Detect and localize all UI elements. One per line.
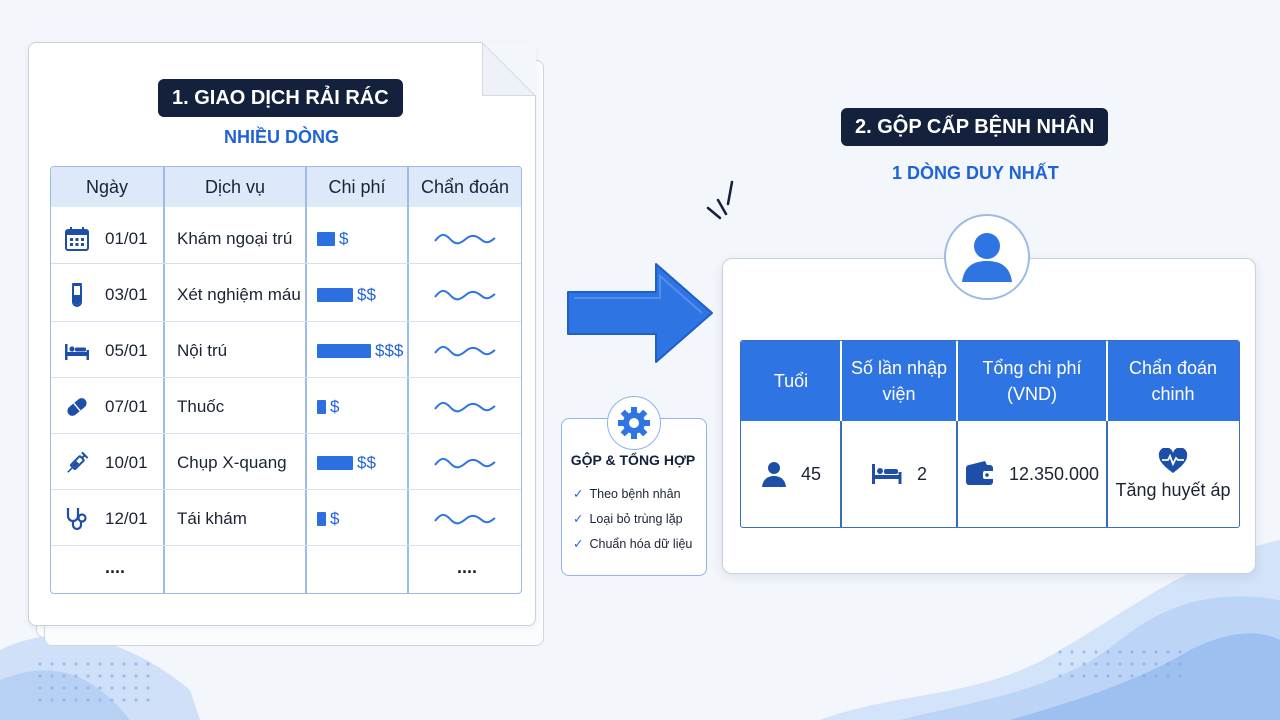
row-date: 05/01 (105, 341, 148, 360)
header-date: Ngày (85, 177, 129, 197)
row-service: Thuốc (177, 397, 225, 416)
header-diagnosis: Chẩn đoán (420, 177, 510, 197)
table-header: Ngày Dịch vụ Chi phí Chẩn đoán (51, 167, 521, 207)
cost-bar (317, 400, 326, 414)
admissions-value: 2 (916, 463, 927, 484)
more-rows-ellipsis: .... (105, 557, 126, 577)
hospital-bed-icon (65, 344, 89, 360)
patient-summary-table: Tuổi Số lần nhập viện Tổng chi phí (VND)… (740, 340, 1240, 528)
table-row: 05/01 Nội trú $$$ (51, 323, 521, 379)
heart-pulse-icon (1158, 447, 1188, 473)
row-cost: $ (330, 397, 340, 416)
cost-bar (317, 456, 353, 470)
admissions-cell: 2 (841, 421, 957, 527)
transactions-table: Ngày Dịch vụ Chi phí Chẩn đoán 01/01 Khá… (50, 166, 522, 594)
diagnosis-scribble (434, 401, 496, 413)
check-icon: ✓ (573, 537, 584, 551)
row-date: 07/01 (105, 397, 148, 416)
right-subtitle: 1 DÒNG DUY NHẤT (892, 163, 1059, 183)
syringe-icon (67, 451, 89, 473)
row-date: 12/01 (105, 509, 148, 528)
stethoscope-icon (66, 508, 87, 531)
header-main-diagnosis: Chẩn đoán chinh (1107, 341, 1239, 421)
row-date: 03/01 (105, 285, 148, 304)
hospital-bed-icon (871, 464, 902, 484)
left-subtitle: NHIỀU DÒNG (224, 127, 340, 147)
wallet-icon (965, 461, 994, 485)
diagnosis-scribble (434, 289, 496, 301)
header-service: Dịch vụ (204, 177, 266, 197)
table-row: 03/01 Xét nghiệm máu $$ (51, 267, 521, 323)
test-tube-icon (72, 283, 82, 307)
row-service: Khám ngoại trú (177, 229, 293, 248)
age-cell: 45 (741, 421, 841, 527)
aggregation-title: GỘP & TỔNG HỢP (570, 452, 696, 468)
table-row: 10/01 Chụp X-quang $$ (51, 435, 521, 491)
person-icon (761, 462, 786, 487)
row-service: Chụp X-quang (177, 453, 287, 472)
cost-bar (317, 288, 353, 302)
row-cost: $$ (357, 285, 376, 304)
row-cost: $ (330, 509, 340, 528)
transform-arrow-icon (567, 263, 713, 363)
diagnosis-scribble (434, 513, 496, 525)
row-service: Tái khám (177, 509, 247, 528)
patient-avatar-icon (944, 214, 1030, 300)
left-title: 1. GIAO DỊCH RẢI RÁC (158, 79, 403, 117)
age-value: 45 (800, 463, 822, 484)
page-fold-corner (482, 42, 536, 96)
total-cost-cell: 12.350.000 (957, 421, 1107, 527)
pill-icon (67, 398, 87, 416)
row-cost: $$ (357, 453, 376, 472)
diagnosis-scribble (434, 233, 496, 245)
header-cost: Chi phí (328, 177, 386, 197)
row-date: 01/01 (105, 229, 148, 248)
cost-bar (317, 232, 335, 246)
row-service: Xét nghiệm máu (177, 285, 301, 304)
table-row: 01/01 Khám ngoại trú $ (51, 211, 521, 267)
header-admissions: Số lần nhập viện (841, 341, 957, 421)
row-service: Nội trú (177, 341, 228, 360)
check-icon: ✓ (573, 512, 584, 526)
calendar-icon (65, 227, 89, 251)
diagnosis-scribble (434, 457, 496, 469)
check-icon: ✓ (573, 487, 584, 501)
more-rows-ellipsis-diagnosis: .... (457, 557, 478, 577)
header-total-cost: Tổng chi phí (VND) (957, 341, 1107, 421)
total-cost-value: 12.350.000 (1008, 463, 1100, 484)
diagnosis-scribble (434, 345, 496, 357)
row-date: 10/01 (105, 453, 148, 472)
main-diagnosis-value: Tăng huyết áp (1115, 479, 1231, 500)
row-cost: $ (339, 229, 349, 248)
main-diagnosis-cell: Tăng huyết áp (1107, 421, 1239, 527)
table-row: 07/01 Thuốc $ (51, 379, 521, 435)
aggregation-step: ✓Chuẩn hóa dữ liệu (573, 537, 693, 551)
cost-bar (317, 344, 371, 358)
table-row: 12/01 Tái khám $ (51, 491, 521, 547)
aggregation-step: ✓Theo bệnh nhân (573, 487, 681, 501)
aggregation-step: ✓Loại bỏ trùng lặp (573, 512, 683, 526)
gear-icon (607, 396, 661, 450)
row-cost: $$$ (375, 341, 404, 360)
header-age: Tuổi (741, 341, 841, 421)
cost-bar (317, 512, 326, 526)
emphasis-burst-icon (706, 180, 734, 220)
right-title: 2. GỘP CẤP BỆNH NHÂN (841, 108, 1109, 146)
